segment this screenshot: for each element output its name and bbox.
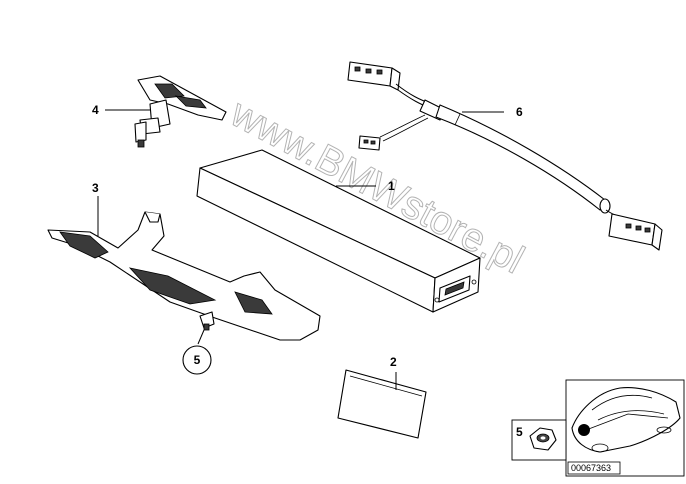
wiring-harness-part xyxy=(347,61,663,251)
adhesive-pad-part xyxy=(337,369,427,439)
inset-panel: 5 00067363 xyxy=(511,379,685,477)
bracket-part xyxy=(134,75,227,148)
callout-6: 6 xyxy=(516,105,523,119)
leader-lines xyxy=(97,109,504,390)
hex-nut-icon xyxy=(529,427,557,451)
mounting-bracket-part xyxy=(47,211,321,341)
car-silhouette-icon xyxy=(571,387,681,453)
control-unit-part xyxy=(196,149,481,313)
callout-5-circle: 5 xyxy=(182,345,212,375)
callout-3: 3 xyxy=(92,181,99,195)
reference-number: 00067363 xyxy=(571,463,611,473)
inset-callout-5: 5 xyxy=(516,425,523,439)
callout-5: 5 xyxy=(194,353,201,367)
callout-1: 1 xyxy=(388,179,395,193)
callout-2: 2 xyxy=(390,355,397,369)
callout-4: 4 xyxy=(92,103,99,117)
